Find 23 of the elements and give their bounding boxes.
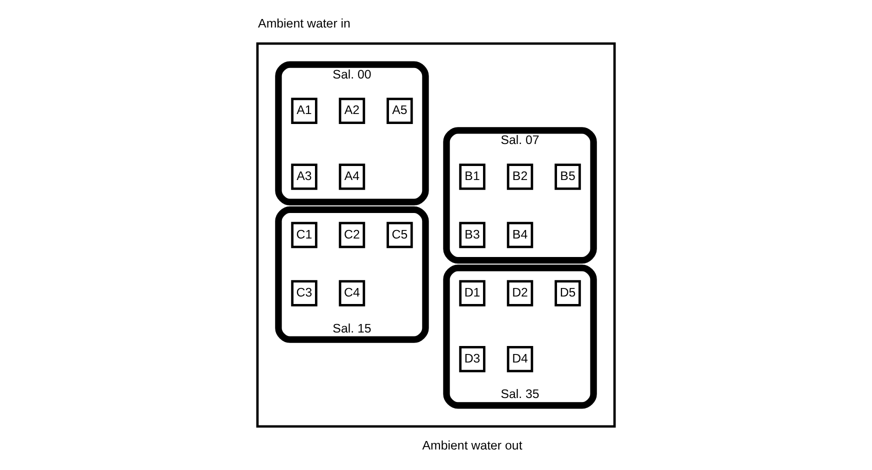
node-box: D4 bbox=[506, 346, 534, 372]
node-box: D5 bbox=[554, 280, 581, 306]
node-box: A3 bbox=[291, 164, 318, 190]
node-box: C4 bbox=[338, 280, 366, 306]
node-box: B5 bbox=[554, 164, 581, 190]
label: Ambient water out bbox=[422, 438, 522, 452]
node-box: A5 bbox=[386, 98, 413, 124]
node-box: A1 bbox=[291, 98, 318, 124]
node-box: B3 bbox=[459, 222, 486, 248]
node-box: B4 bbox=[506, 222, 534, 248]
node-box: B2 bbox=[506, 164, 534, 190]
node-box: A4 bbox=[338, 164, 366, 190]
cluster bbox=[256, 42, 616, 428]
node-box: C2 bbox=[338, 222, 366, 248]
label: Ambient water in bbox=[258, 16, 350, 30]
node-box: C3 bbox=[291, 280, 318, 306]
node-box: B1 bbox=[459, 164, 486, 190]
node-box: C1 bbox=[291, 222, 318, 248]
node-box: A2 bbox=[338, 98, 366, 124]
node-box: D3 bbox=[459, 346, 486, 372]
node-box: D2 bbox=[506, 280, 534, 306]
node-box: C5 bbox=[386, 222, 413, 248]
node-box: D1 bbox=[459, 280, 486, 306]
